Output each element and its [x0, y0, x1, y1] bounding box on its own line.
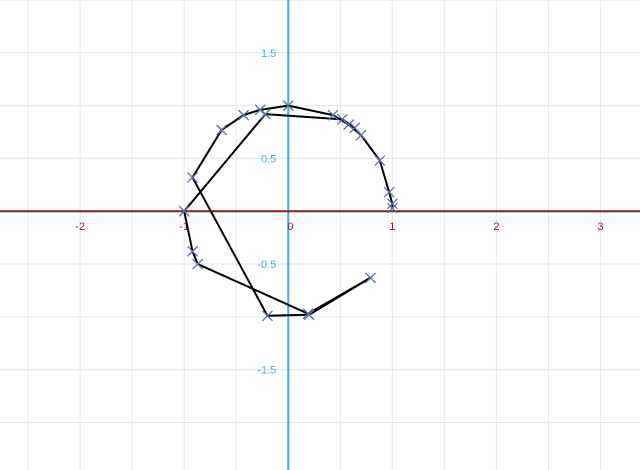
data-point-marker: [187, 245, 198, 257]
y-tick-labels: 1.5 0.5 -0.5 -1.5: [257, 48, 276, 377]
marker-stroke: [386, 198, 398, 210]
data-point-marker: [192, 258, 204, 270]
marker-stroke: [327, 109, 339, 121]
data-point-marker: [238, 109, 249, 121]
marker-stroke: [216, 124, 228, 136]
marker-stroke: [187, 171, 198, 183]
data-point-marker: [374, 155, 386, 166]
line-segment: [183, 113, 267, 213]
data-point-marker: [383, 186, 395, 198]
marker-stroke: [383, 186, 395, 198]
marker-stroke: [355, 129, 367, 141]
data-point-marker: [259, 108, 271, 120]
x-tick-labels: -2 -1 0 1 2 3: [75, 221, 603, 233]
marker-stroke: [192, 258, 204, 270]
data-point-marker: [216, 124, 228, 136]
line-segment: [242, 108, 262, 117]
y-tick-label: -0.5: [257, 259, 276, 271]
marker-stroke: [365, 272, 376, 284]
line-segment: [287, 104, 335, 117]
marker-stroke: [282, 100, 294, 112]
x-tick-label: -2: [75, 221, 85, 233]
marker-stroke: [254, 104, 266, 116]
line-segment: [191, 250, 199, 266]
line-segment: [360, 134, 381, 162]
data-point-marker: [187, 171, 198, 183]
data-point-marker: [343, 119, 355, 131]
line-segment: [191, 176, 269, 317]
y-tick-label: -1.5: [257, 365, 276, 377]
data-point-marker: [261, 310, 273, 322]
marker-stroke: [374, 155, 386, 166]
vertical-gridlines: [27, 0, 601, 470]
data-point-marker: [349, 122, 361, 134]
line-segment: [388, 191, 394, 205]
data-point-marker: [282, 100, 294, 112]
line-segment: [266, 313, 311, 317]
marker-stroke: [302, 308, 314, 320]
x-tick-label: -1: [179, 221, 189, 233]
data-point-marker: [302, 308, 314, 320]
x-tick-label: 1: [389, 221, 395, 233]
marker-stroke: [261, 310, 273, 322]
marker-stroke: [349, 122, 361, 134]
line-segment: [191, 128, 223, 179]
marker-stroke: [178, 205, 190, 217]
marker-stroke: [238, 109, 249, 121]
data-point-marker: [336, 113, 348, 125]
data-point-marker: [386, 198, 398, 210]
line-segment: [196, 263, 310, 315]
data-point-marker: [355, 129, 367, 141]
line-segment: [220, 114, 245, 131]
data-point-marker: [254, 104, 266, 116]
x-tick-label: 0: [287, 221, 293, 233]
line-segment: [183, 210, 194, 253]
line-segment: [378, 159, 391, 194]
marker-stroke: [259, 108, 271, 120]
data-point-marker: [327, 109, 339, 121]
data-point-marker: [365, 272, 376, 284]
data-point-marker: [386, 202, 398, 214]
marker-stroke: [187, 245, 198, 257]
horizontal-gridlines: [0, 0, 640, 423]
marker-stroke: [343, 119, 355, 131]
line-segment: [307, 276, 372, 315]
x-tick-label: 3: [597, 221, 603, 233]
data-markers: [178, 100, 398, 322]
x-tick-label: 2: [493, 221, 499, 233]
marker-stroke: [386, 202, 398, 214]
line-segment: [259, 104, 290, 111]
marker-stroke: [336, 113, 348, 125]
y-tick-label: 1.5: [261, 48, 276, 60]
y-tick-label: 0.5: [261, 153, 276, 165]
data-point-marker: [178, 205, 190, 217]
